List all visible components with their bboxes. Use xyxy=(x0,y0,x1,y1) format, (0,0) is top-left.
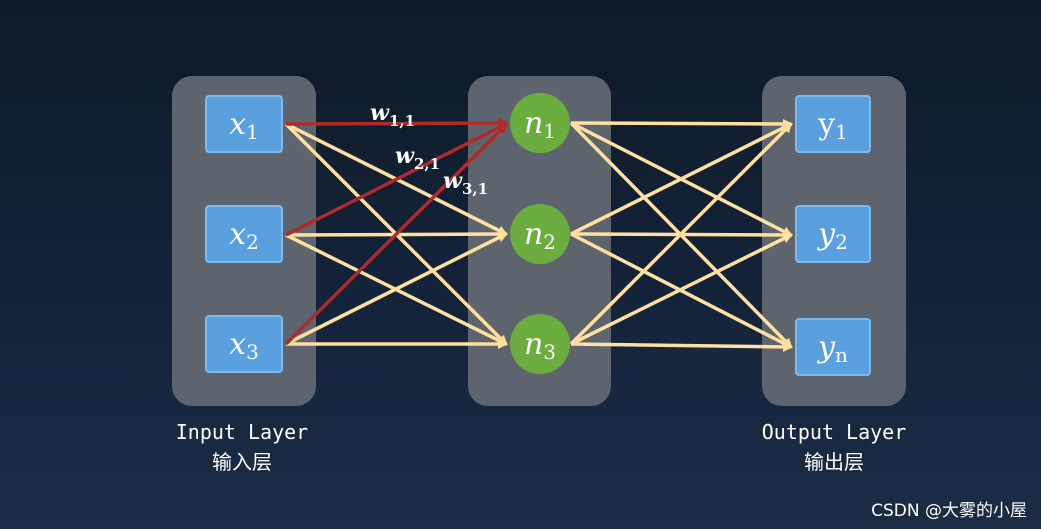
weight-label-w21: w2,1 xyxy=(395,143,440,172)
weight-label-w31-var: w xyxy=(443,168,462,194)
input-node-x3-var: x xyxy=(229,326,247,362)
output-node-y1-var: y xyxy=(818,106,836,142)
edge-x3-n2 xyxy=(285,232,508,346)
edge-x1-n1 xyxy=(285,118,508,129)
watermark: CSDN @大雾的小屋 xyxy=(871,501,1027,521)
input-node-x1-var: x xyxy=(229,106,247,142)
output-node-yn-var: y xyxy=(818,329,836,365)
weight-label-w31-sub: 3,1 xyxy=(461,180,489,198)
weight-label-w21-var: w xyxy=(395,143,414,169)
input-layer-caption-zh: 输入层 xyxy=(212,450,272,474)
output-node-y2-var: y xyxy=(818,216,836,252)
weight-label-w11-var: w xyxy=(370,100,389,126)
input-layer-caption: Input Layer 输入层 xyxy=(152,417,332,477)
weight-label-w11: w1,1 xyxy=(370,100,415,129)
weight-label-w21-sub: 2,1 xyxy=(413,155,441,173)
input-layer-caption-en: Input Layer xyxy=(175,420,309,444)
edge-x2-n1 xyxy=(285,122,508,237)
output-layer-caption-en: Output Layer xyxy=(761,420,907,444)
hidden-neuron-n3-var: n xyxy=(523,326,544,362)
edge-x3-n1 xyxy=(284,123,508,346)
edge-n3-yn xyxy=(570,341,793,352)
input-node-x2-var: x xyxy=(229,216,247,252)
weight-label-w31: w3,1 xyxy=(443,168,488,197)
edge-n3-y1 xyxy=(569,122,793,346)
weight-label-w11-sub: 1,1 xyxy=(388,112,416,130)
edge-n2-y1 xyxy=(570,122,793,236)
edge-n1-y1 xyxy=(570,118,793,129)
hidden-neuron-n2-var: n xyxy=(523,216,544,252)
edge-n3-y2 xyxy=(570,233,793,346)
output-layer-caption-zh: 输出层 xyxy=(804,450,864,474)
output-layer-caption: Output Layer 输出层 xyxy=(742,417,926,477)
hidden-neuron-n1-var: n xyxy=(523,105,544,141)
